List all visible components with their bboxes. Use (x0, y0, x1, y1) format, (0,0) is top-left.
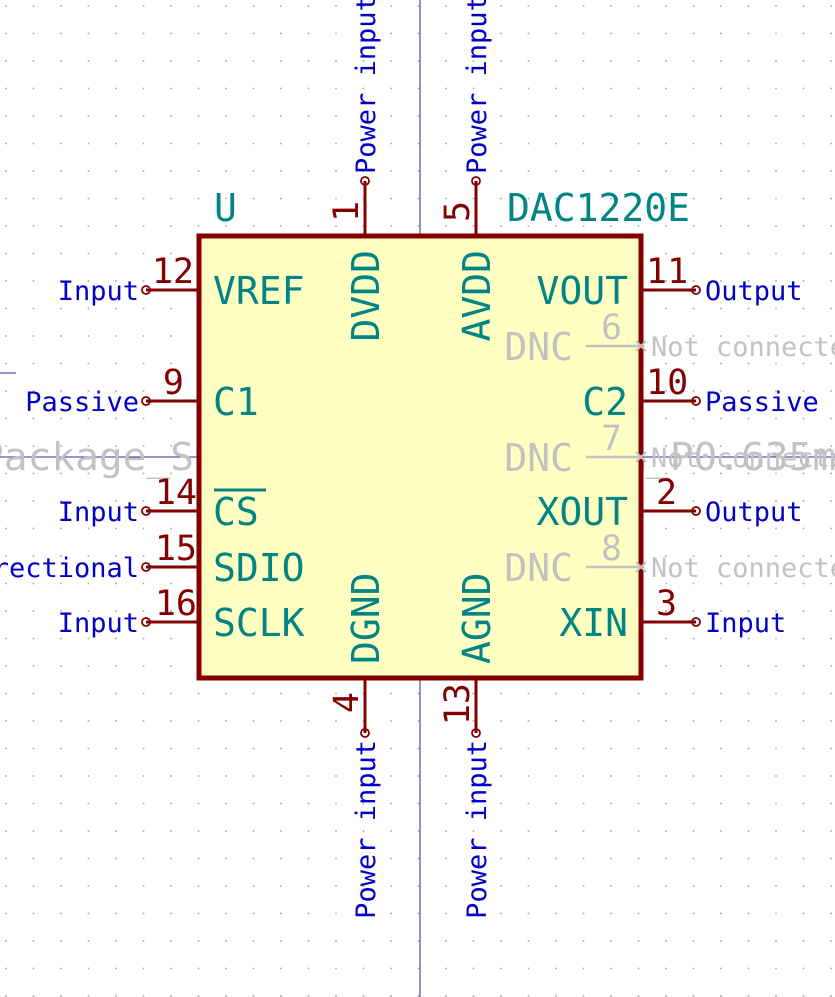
pin-number: 1 (327, 201, 367, 222)
pin-name: XOUT (536, 490, 628, 534)
pin-13[interactable]: 13 AGND Power input (438, 572, 499, 918)
pin-name: C1 (213, 380, 259, 424)
value-field[interactable]: DAC1220E (507, 186, 690, 230)
pin-type: Not connected (651, 553, 835, 584)
pin-name: SCLK (213, 601, 305, 645)
pin-type: Input (58, 608, 139, 639)
pin-name: AVDD (455, 250, 499, 342)
pin-type: Input (58, 276, 139, 307)
pin-type: Passive (705, 387, 819, 418)
pin-name: XIN (559, 601, 628, 645)
pin-6-hidden[interactable]: 6 DNC Not connected (504, 308, 835, 369)
pin-name: SDIO (213, 546, 305, 590)
pin-type: Bidirectional (0, 553, 139, 584)
pin-2[interactable]: 2 XOUT Output (536, 473, 802, 534)
pin-5[interactable]: 5 AVDD Power input (438, 0, 499, 342)
pin-1[interactable]: 1 DVDD Power input (327, 0, 388, 342)
pin-number: 6 (601, 308, 622, 348)
pin-11[interactable]: 11 VOUT Output (536, 252, 802, 313)
pin-15[interactable]: 15 SDIO Bidirectional (0, 529, 305, 590)
reference-designator[interactable]: U (214, 186, 237, 230)
pin-name: DVDD (344, 250, 388, 342)
pin-number: 7 (601, 419, 622, 459)
pin-number: 15 (155, 529, 197, 569)
pin-type: Input (705, 608, 786, 639)
pin-name: C2 (582, 380, 628, 424)
pin-8-hidden[interactable]: 8 DNC Not connected (504, 529, 835, 590)
pin-name: CS (213, 490, 259, 534)
pin-type: Power input (351, 0, 382, 174)
pin-14[interactable]: 14 CS Input (58, 473, 266, 534)
pin-name: DGND (344, 572, 388, 664)
pin-number: 8 (601, 529, 622, 569)
pin-type: Output (705, 276, 803, 307)
pin-number: 9 (163, 363, 184, 403)
pin-4[interactable]: 4 DGND Power input (327, 572, 388, 918)
pin-type: Input (58, 497, 139, 528)
pin-name: VOUT (536, 269, 628, 313)
pin-type: Output (705, 497, 803, 528)
pin-type: Not connected (651, 443, 835, 474)
pin-name: AGND (455, 572, 499, 664)
pin-type: Not connected (651, 332, 835, 363)
pin-name: VREF (213, 269, 305, 313)
pin-number: 5 (438, 201, 478, 222)
pin-type: Passive (25, 387, 139, 418)
pin-number: 11 (646, 252, 688, 292)
pin-number: 3 (656, 584, 677, 624)
pin-9[interactable]: 9 C1 Passive (25, 363, 259, 424)
pin-number: 2 (656, 473, 677, 513)
pin-type: Power input (462, 740, 493, 919)
pin-7-hidden[interactable]: 7 DNC Not connected (504, 419, 835, 480)
pin-number: 16 (155, 584, 197, 624)
pin-number: 12 (152, 252, 194, 292)
pin-3[interactable]: 3 XIN Input (559, 584, 786, 645)
pin-name: DNC (504, 436, 573, 480)
pin-12[interactable]: 12 VREF Input (58, 252, 305, 313)
pin-number: 10 (646, 363, 688, 403)
pin-type: Power input (351, 740, 382, 919)
pin-number: 4 (327, 692, 367, 713)
pin-type: Power input (462, 0, 493, 174)
pin-number: 14 (155, 473, 197, 513)
pin-16[interactable]: 16 SCLK Input (58, 584, 305, 645)
pin-10[interactable]: 10 C2 Passive (582, 363, 819, 424)
pin-name: DNC (504, 546, 573, 590)
pin-name: DNC (504, 325, 573, 369)
pin-number: 13 (438, 683, 478, 725)
